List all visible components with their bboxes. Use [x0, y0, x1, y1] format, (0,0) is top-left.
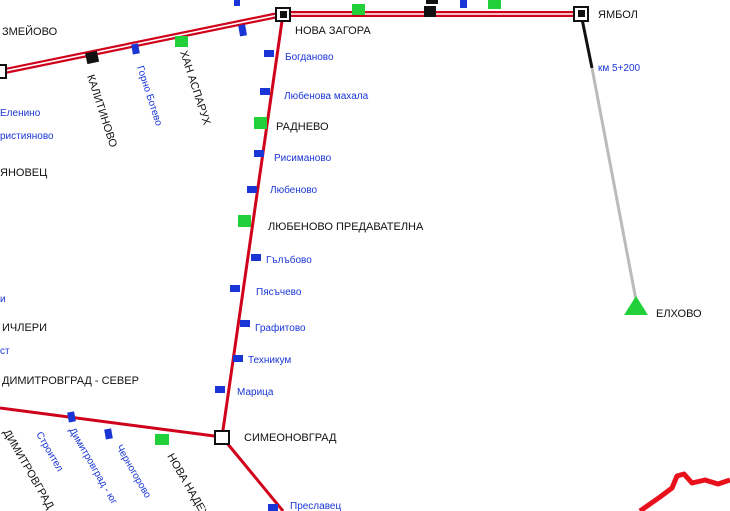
branch-line-light: [590, 67, 638, 301]
label-pyasachevo: Пясъчево: [256, 287, 302, 298]
label-left-b: ст: [0, 346, 10, 357]
green-stop-markers: [155, 0, 501, 445]
label-simeonovgrad: СИМЕОНОВГРАД: [244, 432, 337, 444]
station-square-simeonovgrad[interactable]: [214, 430, 230, 445]
station-triangle-elhovo[interactable]: [624, 296, 648, 315]
label-lyubenovo-predavatelna: ЛЮБЕНОВО ПРЕДАВАТЕЛНА: [268, 221, 424, 233]
label-zmeyovo: ЗМЕЙОВО: [2, 25, 58, 38]
label-chernogorovo: Черногорово: [113, 443, 153, 501]
station-square-west[interactable]: [0, 64, 7, 79]
label-bogdanovo: Богданово: [285, 52, 334, 63]
label-nova-zagora: НОВА ЗАГОРА: [295, 25, 371, 37]
label-gorno-botevo: Горно Ботево: [134, 65, 164, 128]
label-left-a: и: [0, 294, 6, 305]
border-line: [638, 471, 730, 511]
label-elenino: Еленино: [0, 108, 41, 119]
label-radnevo: РАДНЕВО: [276, 121, 329, 133]
station-square-yambol[interactable]: [573, 6, 589, 22]
label-maritsa: Марица: [237, 387, 274, 398]
label-han-asparuh: ХАН АСПАРУХ: [177, 49, 213, 127]
label-stroitel: Строител: [33, 430, 65, 474]
label-tehnikum: Техникум: [248, 355, 291, 366]
label-lyubenova-mahala: Любенова махала: [284, 90, 369, 102]
label-grafitovo: Графитово: [255, 322, 306, 334]
blue-stop-markers: [67, 0, 467, 511]
label-yanovets: ЯНОВЕЦ: [0, 167, 47, 179]
station-square-nova-zagora[interactable]: [275, 7, 291, 22]
label-hristiyanovo: ристияново: [0, 131, 54, 142]
label-yambol: ЯМБОЛ: [598, 9, 638, 21]
label-galabovo: Гълъбово: [266, 254, 312, 266]
label-lyubenovo: Любеново: [270, 184, 318, 196]
label-nova-nadezhda: НОВА НАДЕЖ: [164, 452, 212, 511]
label-chleri: ИЧЛЕРИ: [2, 322, 47, 334]
label-kalitinovo: КАЛИТИНОВО: [84, 73, 119, 149]
label-km-5-200: км 5+200: [598, 63, 641, 74]
label-dimitrovgrad-sever: ДИМИТРОВГРАД - СЕВЕР: [2, 375, 139, 387]
label-preslavets: Преславец: [290, 501, 341, 511]
label-elhovo: ЕЛХОВО: [656, 308, 702, 320]
branch-line-dark: [579, 13, 594, 69]
black-markers: [85, 0, 438, 65]
label-risimanovo: Рисиманово: [274, 153, 332, 164]
